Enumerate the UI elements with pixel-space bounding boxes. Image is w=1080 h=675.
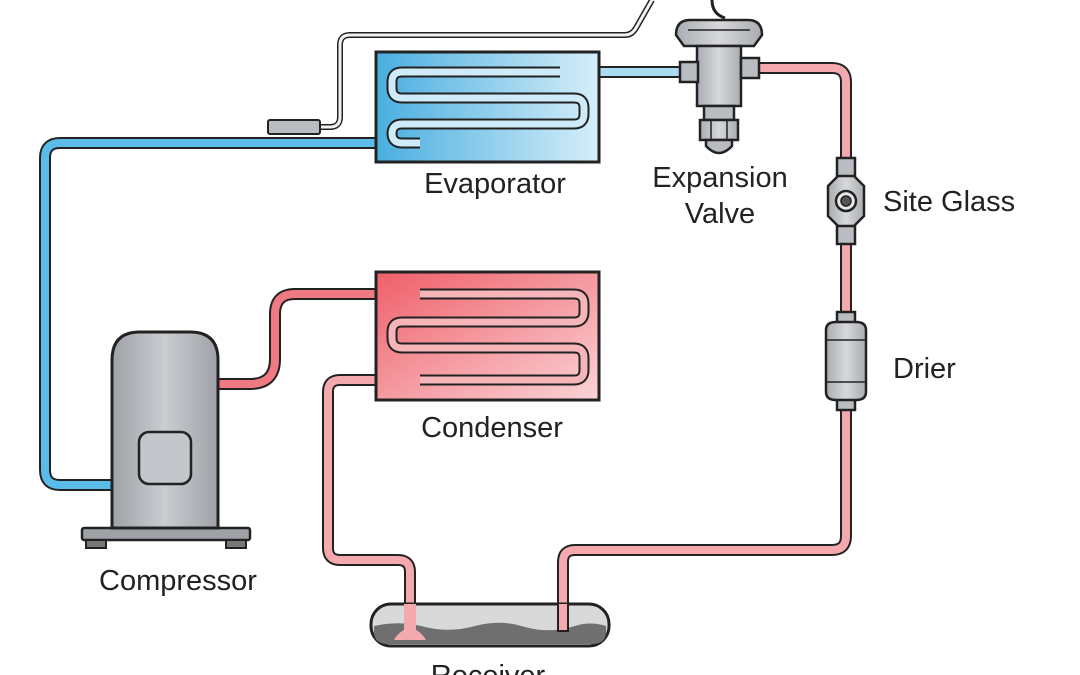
sensing-bulb-capillary xyxy=(300,0,726,130)
expansion-valve-label-line2: Valve xyxy=(685,198,755,230)
sensing-bulb xyxy=(267,119,321,135)
compressor xyxy=(80,330,252,549)
site-glass xyxy=(826,156,866,246)
site-glass-label: Site Glass xyxy=(883,186,1015,218)
condenser-outlet-line xyxy=(322,374,420,628)
liquid-line xyxy=(557,62,852,630)
drier-label: Drier xyxy=(893,353,956,385)
condenser-label: Condenser xyxy=(421,412,563,444)
receiver xyxy=(369,602,611,648)
drier xyxy=(824,310,868,412)
discharge-line xyxy=(218,288,420,390)
evaporator-label: Evaporator xyxy=(424,168,566,200)
expansion-valve-label-line1: Expansion xyxy=(652,162,787,194)
expansion-valve xyxy=(674,18,764,155)
evaporator xyxy=(374,50,601,164)
suction-line xyxy=(39,137,420,491)
condenser xyxy=(374,270,601,402)
compressor-label: Compressor xyxy=(99,565,257,597)
receiver-label: Receiver xyxy=(431,660,546,675)
